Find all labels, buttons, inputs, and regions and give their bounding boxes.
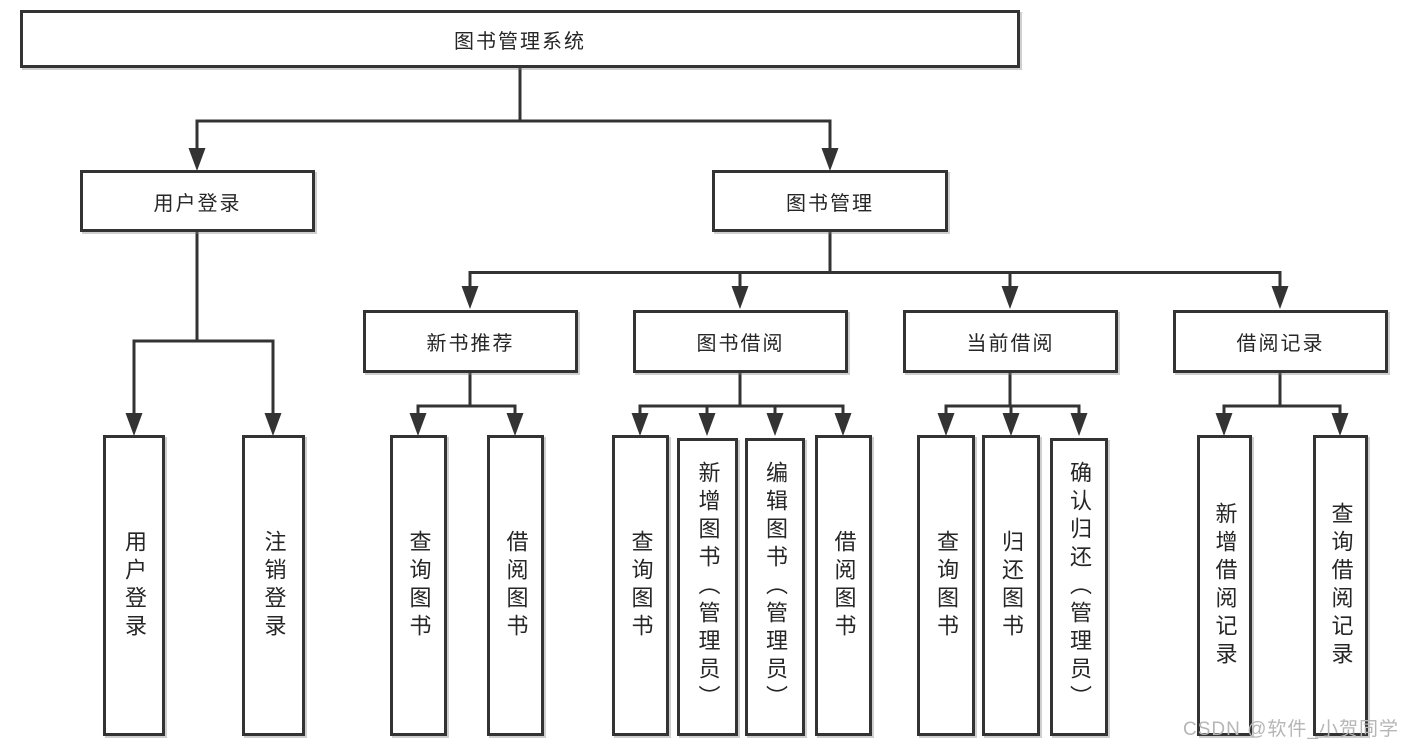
leaf-return-books: 归还图书: [982, 435, 1040, 736]
node-book-management: 图书管理: [712, 170, 948, 232]
node-label: 借阅图书: [503, 529, 529, 642]
leaf-query-borrow-record: 查询借阅记录: [1313, 435, 1368, 736]
node-label: 新书推荐: [426, 333, 515, 355]
node-label: 查询图书: [406, 529, 432, 642]
node-label: 借阅记录: [1236, 333, 1325, 355]
leaf-query-books-current: 查询图书: [917, 435, 975, 736]
node-borrowing-records: 借阅记录: [1173, 310, 1388, 373]
node-label: 用户登录: [122, 529, 147, 642]
node-label: 编辑图书（管理员）: [763, 461, 788, 713]
node-user-login: 用户登录: [80, 170, 315, 232]
leaf-add-borrow-record: 新增借阅记录: [1197, 435, 1252, 736]
node-current-borrowing: 当前借阅: [903, 310, 1118, 373]
leaf-query-books-borrow: 查询图书: [612, 435, 669, 736]
node-label: 查询图书: [934, 529, 959, 642]
csdn-watermark: CSDN @软件_小贺同学: [1183, 719, 1399, 740]
leaf-borrow-books-recommend: 借阅图书: [487, 435, 544, 736]
node-library-management-system: 图书管理系统: [20, 10, 1020, 68]
node-label: 归还图书: [999, 529, 1024, 642]
node-label: 注销登录: [261, 529, 287, 642]
node-label: 图书管理: [786, 192, 874, 215]
node-label: 确认归还（管理员）: [1067, 461, 1092, 713]
node-new-book-recommend: 新书推荐: [363, 310, 578, 373]
node-label: 当前借阅: [966, 333, 1055, 355]
node-label: 新增借阅记录: [1212, 501, 1238, 670]
node-label: 新增图书（管理员）: [695, 461, 721, 713]
leaf-edit-books-admin: 编辑图书（管理员）: [745, 438, 805, 736]
leaf-user-login: 用户登录: [103, 435, 165, 736]
leaf-borrow-books: 借阅图书: [815, 435, 872, 736]
node-label: 图书借阅: [696, 333, 785, 355]
node-label: 用户登录: [153, 192, 242, 215]
node-label: 借阅图书: [831, 529, 857, 642]
node-label: 查询图书: [628, 529, 654, 642]
leaf-query-books-recommend: 查询图书: [390, 435, 447, 736]
leaf-confirm-return-admin: 确认归还（管理员）: [1050, 438, 1108, 736]
node-label: 图书管理系统: [454, 30, 586, 53]
leaf-logout: 注销登录: [242, 435, 305, 736]
leaf-add-books-admin: 新增图书（管理员）: [677, 438, 738, 736]
node-book-borrowing: 图书借阅: [633, 310, 848, 373]
node-label: 查询借阅记录: [1328, 501, 1354, 670]
